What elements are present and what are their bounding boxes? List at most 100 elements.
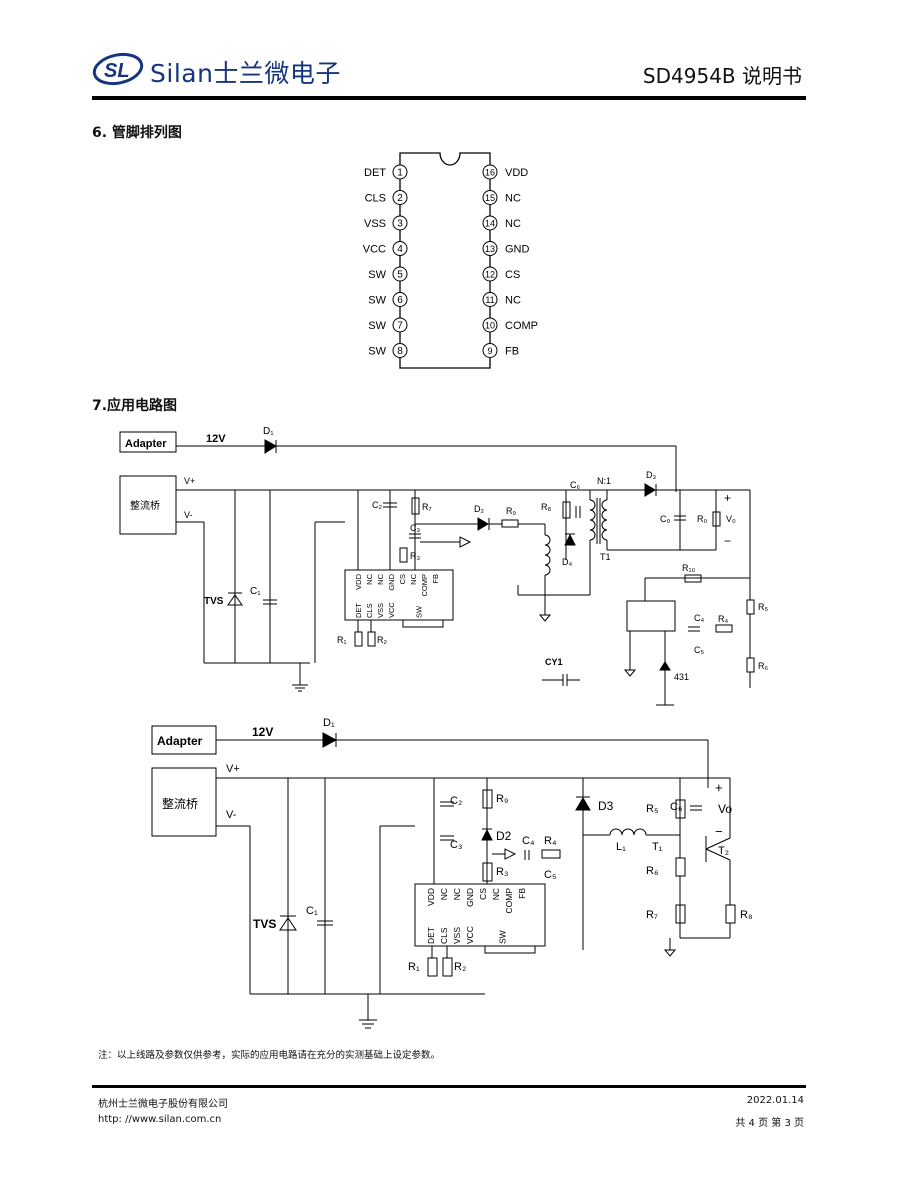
r10-resistor (684, 574, 702, 583)
pin-name: NC (505, 193, 521, 205)
pin-name: NC (505, 218, 521, 230)
ic-pin-label: COMP (420, 574, 429, 597)
l1-inductor (609, 828, 647, 836)
tvs-label: TVS (204, 596, 224, 607)
r2b-label: R₂ (454, 961, 466, 973)
d2b-label: D2 (496, 829, 512, 843)
ic-chip-2 (414, 883, 546, 947)
r6b-resistor (675, 857, 686, 877)
pin-number: 16 (485, 168, 495, 178)
r10-label: R₁₀ (682, 563, 696, 573)
transformer-secondary (601, 499, 608, 541)
pin-name: SW (368, 320, 386, 332)
pin-number: 6 (397, 295, 403, 306)
d3-label: D₃ (646, 470, 656, 480)
ic-pin-label: VDD (426, 888, 436, 906)
c1b-label: C₁ (306, 905, 318, 917)
pin-number: 3 (397, 219, 403, 230)
r9-label: R₉ (506, 506, 516, 516)
d3b-diode (575, 797, 591, 811)
doc-title: SD4954B 说明书 (642, 64, 802, 88)
tvs-diode (227, 594, 243, 606)
r3b-label: R₃ (496, 866, 508, 878)
r8b-resistor (725, 904, 736, 924)
ic-pin-label: VDD (354, 573, 363, 589)
ic-pin-label: VSS (452, 927, 462, 944)
r4b-resistor (541, 849, 561, 859)
d1b-label: D₁ (323, 718, 335, 729)
r4-resistor (715, 624, 733, 633)
pin-circle (482, 292, 498, 307)
pin-circle (392, 241, 408, 256)
pin-number: 4 (397, 244, 403, 255)
ic-pin-label: FB (517, 888, 527, 899)
pin-number: 11 (485, 295, 494, 305)
pin-number: 13 (485, 244, 495, 254)
pin-name: FB (505, 346, 519, 358)
ic-pin-label: GND (465, 888, 475, 907)
adapter2-label: Adapter (157, 734, 203, 748)
pin-circle (392, 190, 408, 205)
pin-name: SW (368, 346, 386, 358)
ic-pin-label: VCC (387, 602, 396, 618)
pin-circle (482, 215, 498, 231)
ic-pin-label: FB (431, 574, 440, 584)
r9-resistor (501, 519, 519, 528)
pin-circle (392, 343, 408, 358)
ic-pin-label: NC (439, 888, 449, 900)
silan-logo: SL (92, 52, 144, 86)
ic431-label: 431 (674, 672, 689, 682)
v12-label: 12V (206, 433, 226, 445)
optocoupler (626, 600, 676, 632)
pin-number: 1 (397, 168, 403, 179)
rectifier-box-2 (151, 767, 217, 837)
d2-diode (477, 517, 489, 531)
c3-label: C₃ (410, 523, 420, 533)
r5-resistor (746, 599, 755, 615)
ic-pin-label: DET (426, 927, 436, 944)
tvs2-diode (279, 917, 297, 931)
r4b-label: R₄ (544, 835, 557, 847)
pin-number: 12 (485, 270, 495, 280)
transformer-primary (589, 499, 596, 541)
pin-circle (482, 190, 498, 205)
pin-name: COMP (505, 320, 538, 332)
r3b-resistor (482, 862, 493, 882)
c3b-label: C₃ (450, 839, 462, 851)
pin-number: 10 (485, 321, 495, 331)
pin-name: CS (505, 269, 520, 281)
rectifier-label: 整流桥 (130, 499, 160, 512)
company-url[interactable]: http: //www.silan.com.cn (98, 1114, 222, 1125)
pin-number: 14 (485, 219, 495, 229)
c6b-label: C₆ (670, 801, 682, 813)
minus-label: − (724, 534, 731, 548)
d4-diode (564, 533, 576, 546)
r5-label: R₅ (758, 602, 768, 612)
ic-pin-label: NC (365, 573, 374, 584)
vplus2-label: V+ (226, 763, 240, 775)
pin-number: 5 (397, 270, 403, 281)
d3b-label: D3 (598, 799, 614, 813)
pin-circle (392, 292, 408, 307)
minus2-label: − (715, 824, 723, 839)
r3-label: R₃ (410, 551, 420, 561)
ic-chip (344, 569, 454, 621)
r4-label: R₄ (718, 614, 728, 624)
c5b-label: C₅ (544, 869, 556, 881)
pin-name: CLS (365, 193, 386, 205)
c1-label: C₁ (250, 586, 261, 597)
r2b-resistor (442, 957, 453, 977)
pin-number: 2 (397, 193, 403, 204)
r8b-label: R₈ (740, 909, 753, 921)
page-count: 共 4 页 第 3 页 (735, 1118, 804, 1129)
ic-pin-label: CS (478, 888, 488, 900)
footnote: 注：以上线路及参数仅供参考，实际的应用电路请在充分的实测基础上设定参数。 (98, 1050, 441, 1061)
vminus2-label: V- (226, 809, 237, 821)
adapter-box (119, 431, 177, 453)
pin-number: 15 (485, 193, 495, 203)
ic-pin-label: NC (409, 573, 418, 584)
pin-circle (392, 317, 408, 333)
c5-label: C₅ (694, 645, 704, 655)
ic-package-outline (399, 152, 491, 369)
rectifier2-label: 整流桥 (162, 796, 198, 811)
